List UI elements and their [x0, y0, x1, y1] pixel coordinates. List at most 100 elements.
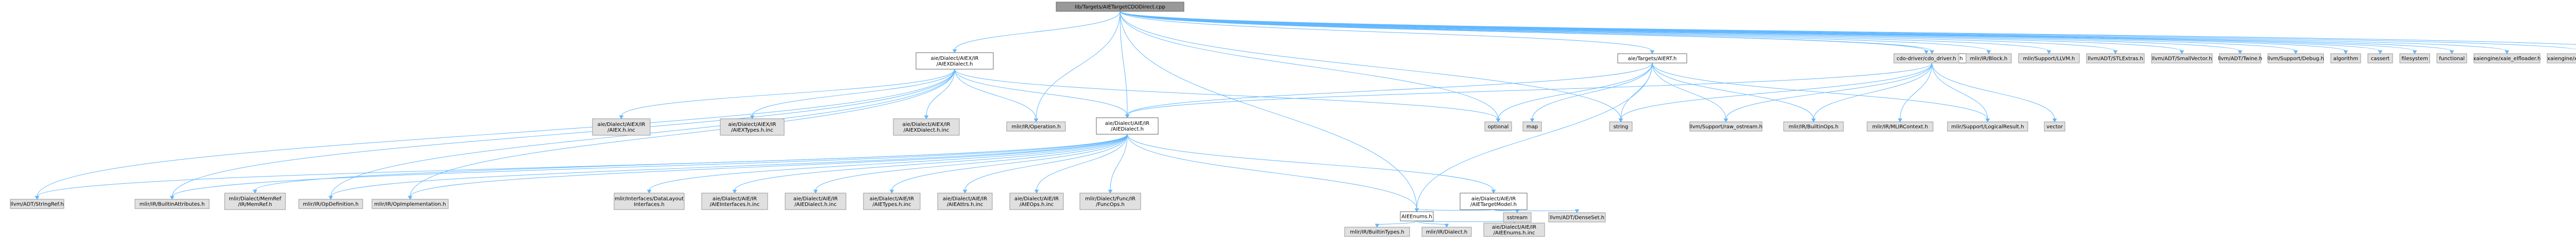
- edge-arrowhead: [1618, 118, 1623, 122]
- edge-arrowhead: [1496, 118, 1501, 122]
- node-mlir-block[interactable]: mlir/IR/Block.h: [1965, 53, 2012, 64]
- node-label: sstream: [1507, 215, 1528, 221]
- node-aiedialect-inc[interactable]: aie/Dialect/AIE/IR/AIEDialect.h.inc: [785, 193, 846, 210]
- node-cassert[interactable]: cassert: [2367, 53, 2393, 64]
- node-memref[interactable]: mlir/Dialect/MemRef/IR/MemRef.h: [224, 193, 286, 210]
- dependency-edge: [926, 69, 955, 117]
- node-label: AIEEnums.h: [1401, 214, 1432, 220]
- node-operation[interactable]: mlir/IR/Operation.h: [1006, 121, 1066, 132]
- node-aieattrs[interactable]: aie/Dialect/AIE/IR/AIEAttrs.h.inc: [937, 193, 993, 210]
- node-densest[interactable]: llvm/ADT/DenseSet.h: [1548, 212, 1606, 223]
- node-aiex[interactable]: aie/Dialect/AIEX/IR/AIEXDialect.h: [916, 52, 994, 70]
- node-xaie-interrupt[interactable]: xaiengine/xaie_interrupt.h: [2547, 53, 2576, 64]
- node-builtinattr[interactable]: mlir/IR/BuiltinAttributes.h: [134, 199, 210, 209]
- node-targetmodel[interactable]: aie/Dialect/AIE/IR/AIETargetModel.h: [1460, 193, 1528, 210]
- node-twine[interactable]: llvm/ADT/Twine.h: [2218, 53, 2262, 64]
- edge-arrowhead: [2293, 50, 2298, 54]
- node-label: aie/Dialect/AIEX/IR: [903, 122, 951, 128]
- dependency-edge: [621, 69, 955, 117]
- node-vector[interactable]: vector: [2044, 121, 2065, 132]
- node-logicalresult[interactable]: mlir/Support/LogicalResult.h: [1947, 121, 2028, 132]
- node-funcops[interactable]: mlir/Dialect/Func/IR/FuncOps.h: [1079, 193, 1141, 210]
- node-label: /AIEXTypes.h.inc: [731, 128, 773, 133]
- node-label: algorithm: [2333, 56, 2358, 62]
- node-aiex-dialect-inc[interactable]: aie/Dialect/AIEX/IR/AIEXDialect.h.inc: [893, 118, 960, 136]
- edge-arrowhead: [2412, 50, 2417, 54]
- node-aieops[interactable]: aie/Dialect/AIE/IR/AIEOps.h.inc: [1009, 193, 1064, 210]
- node-box: [1400, 211, 1434, 221]
- node-label: llvm/Support/Debug.h: [2267, 56, 2324, 62]
- dependency-edge: [1725, 62, 1933, 120]
- node-stringref[interactable]: llvm/ADT/StringRef.h: [10, 199, 64, 209]
- node-map[interactable]: map: [1522, 121, 1542, 132]
- node-smallvector[interactable]: llvm/ADT/SmallVector.h: [2151, 53, 2213, 64]
- node-aiex-types[interactable]: aie/Dialect/AIEX/IR/AIEXTypes.h.inc: [720, 118, 785, 136]
- dependency-edge: [1036, 134, 1128, 191]
- node-label: /AIEDialect.h: [1111, 126, 1144, 132]
- node-filesystem[interactable]: filesystem: [2399, 53, 2430, 64]
- edge-arrowhead: [1491, 189, 1496, 194]
- node-label: filesystem: [2401, 56, 2428, 62]
- node-box: [2018, 53, 2080, 64]
- node-support-llvm[interactable]: mlir/Support/LLVM.h: [2018, 53, 2080, 64]
- edge-arrowhead: [1924, 50, 1929, 54]
- edge-arrowhead: [1811, 118, 1816, 122]
- dependency-edge: [1416, 62, 1653, 210]
- dependency-edge: [410, 69, 955, 197]
- node-string[interactable]: string: [1609, 121, 1633, 132]
- node-box: [2151, 53, 2213, 64]
- dependency-edge: [1813, 62, 1933, 120]
- dependency-edge: [1931, 62, 1988, 120]
- node-box: [298, 199, 363, 209]
- node-root[interactable]: lib/Targets/AIETargetCDODirect.cpp: [1056, 2, 1184, 12]
- node-algorithm[interactable]: algorithm: [2330, 53, 2361, 64]
- node-sstream[interactable]: sstream: [1503, 212, 1532, 223]
- node-label: aie/Dialect/AIE/IR: [943, 196, 987, 202]
- node-optional[interactable]: optional: [1484, 121, 1512, 132]
- node-functional[interactable]: functional: [2436, 53, 2467, 64]
- node-label: map: [1527, 124, 1538, 130]
- node-opimpl[interactable]: mlir/IR/OpImplementation.h: [371, 199, 449, 209]
- node-box: [371, 199, 449, 209]
- node-aieinterfaces[interactable]: aie/Dialect/AIE/IR/AIEInterfaces.h.inc: [701, 193, 768, 210]
- node-label: optional: [1488, 124, 1509, 130]
- dependency-edge: [1652, 62, 1988, 120]
- node-box: [2436, 53, 2467, 64]
- node-box: [1096, 117, 1159, 135]
- node-label: /FuncOps.h: [1096, 202, 1125, 208]
- node-label: aie/Dialect/AIEX/IR: [598, 122, 646, 128]
- node-aieenums-inc[interactable]: aie/Dialect/AIE/IR/AIEEnums.h.inc: [1483, 223, 1545, 237]
- node-xaie-elfloader[interactable]: xaiengine/xaie_elfloader.h: [2473, 53, 2541, 64]
- edge-arrowhead: [1034, 189, 1039, 194]
- node-aieenums[interactable]: AIEEnums.h: [1400, 211, 1434, 221]
- node-opdefinition[interactable]: mlir/IR/OpDefinition.h: [298, 199, 363, 209]
- node-cdo-driver[interactable]: cdo-driver/cdo_driver.h: [1893, 53, 1959, 64]
- node-box: [224, 193, 286, 210]
- node-box: [1006, 121, 1066, 132]
- node-aietargets[interactable]: aie/Targets/AIERT.h: [1617, 53, 1687, 64]
- node-raw-ostream[interactable]: llvm/Support/raw_ostream.h: [1689, 121, 1762, 132]
- node-builtintypes[interactable]: mlir/IR/BuiltinTypes.h: [1344, 227, 1410, 237]
- node-label: aie/Dialect/AIE/IR: [1105, 121, 1149, 126]
- edge-arrowhead: [1414, 208, 1419, 212]
- edge-arrowhead: [1986, 50, 1991, 54]
- edge-arrowhead: [252, 189, 258, 194]
- node-label: llvm/ADT/StringRef.h: [10, 202, 63, 208]
- dependency-edge: [1120, 11, 1989, 52]
- node-aiex-inc[interactable]: aie/Dialect/AIEX/IR/AIEX.h.inc: [592, 118, 651, 136]
- edge-arrowhead: [2504, 50, 2510, 54]
- node-mlircontext[interactable]: mlir/IR/MLIRContext.h: [1867, 121, 1934, 132]
- node-box: [1460, 193, 1528, 210]
- dependency-edge: [410, 134, 1128, 197]
- node-builtinops[interactable]: mlir/IR/BuiltinOps.h: [1783, 121, 1844, 132]
- node-stlextras[interactable]: llvm/ADT/STLExtras.h: [2086, 53, 2145, 64]
- node-box: [2547, 53, 2576, 64]
- node-box: [1783, 121, 1844, 132]
- node-mlir-dialect[interactable]: mlir/IR/Dialect.h: [1421, 227, 1472, 237]
- node-box: [10, 199, 64, 209]
- node-debug[interactable]: llvm/Support/Debug.h: [2267, 53, 2324, 64]
- node-aiedialect[interactable]: aie/Dialect/AIE/IR/AIEDialect.h: [1096, 117, 1159, 135]
- dependency-edge: [815, 134, 1128, 191]
- node-aietypes[interactable]: aie/Dialect/AIE/IR/AIETypes.h.inc: [863, 193, 921, 210]
